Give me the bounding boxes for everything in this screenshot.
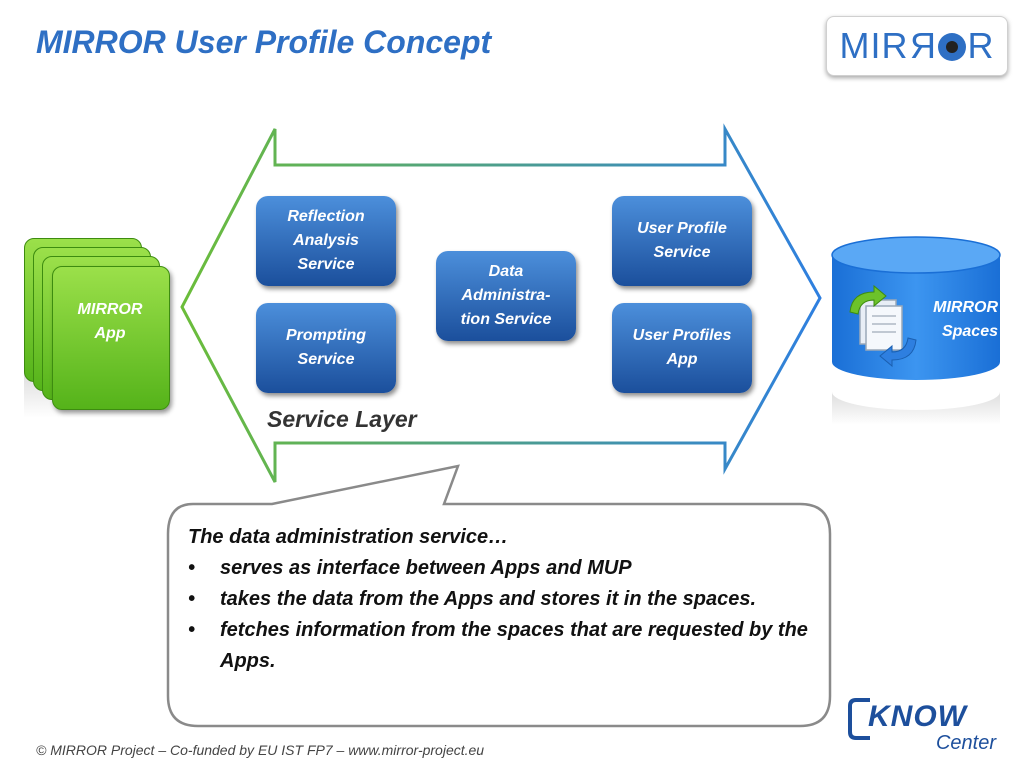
callout-heading: The data administration service… [188, 526, 509, 548]
sync-documents-icon [849, 284, 917, 368]
callout-bullet: fetches information from the spaces that… [188, 615, 813, 677]
double-arrow-shape [180, 123, 822, 483]
page-title: MIRROR User Profile Concept [36, 24, 492, 60]
mirror-spaces-label: MIRROR Spaces [933, 299, 998, 340]
know-center-bracket [848, 698, 870, 740]
prompting-service-label: Prompting Service [286, 327, 366, 368]
logo-text-end: R [967, 25, 995, 66]
eye-icon [937, 33, 966, 61]
service-layer-label: Service Layer [267, 406, 417, 432]
footer-text: © MIRROR Project – Co-funded by EU IST F… [36, 742, 485, 758]
logo-reversed-r: R [908, 25, 936, 66]
callout-bullet: takes the data from the Apps and stores … [188, 584, 813, 615]
know-center-word: KNOW [868, 700, 967, 733]
app-card-front [52, 266, 170, 410]
callout-bullet: serves as interface between Apps and MUP [188, 553, 813, 584]
callout-content: The data administration service… serves … [188, 522, 813, 677]
user-profile-service-box: User Profile Service [612, 196, 752, 286]
mirror-app-label: MIRROR App [77, 301, 143, 342]
reflection-analysis-service-label: Reflection Analysis Service [287, 208, 365, 273]
data-administration-service-box: Data Administra- tion Service [436, 251, 576, 341]
user-profiles-app-label: User Profiles App [632, 327, 732, 368]
know-center-subword: Center [935, 732, 996, 754]
user-profile-service-label: User Profile Service [637, 220, 727, 261]
user-profiles-app-box: User Profiles App [612, 303, 752, 393]
data-administration-service-label: Data Administra- tion Service [460, 263, 552, 328]
prompting-service-box: Prompting Service [256, 303, 396, 393]
know-center-logo: KNOW Center [848, 694, 1002, 756]
logo-text: MIR [839, 25, 909, 66]
callout-bullet-list: serves as interface between Apps and MUP… [188, 553, 813, 677]
reflection-analysis-service-box: Reflection Analysis Service [256, 196, 396, 286]
